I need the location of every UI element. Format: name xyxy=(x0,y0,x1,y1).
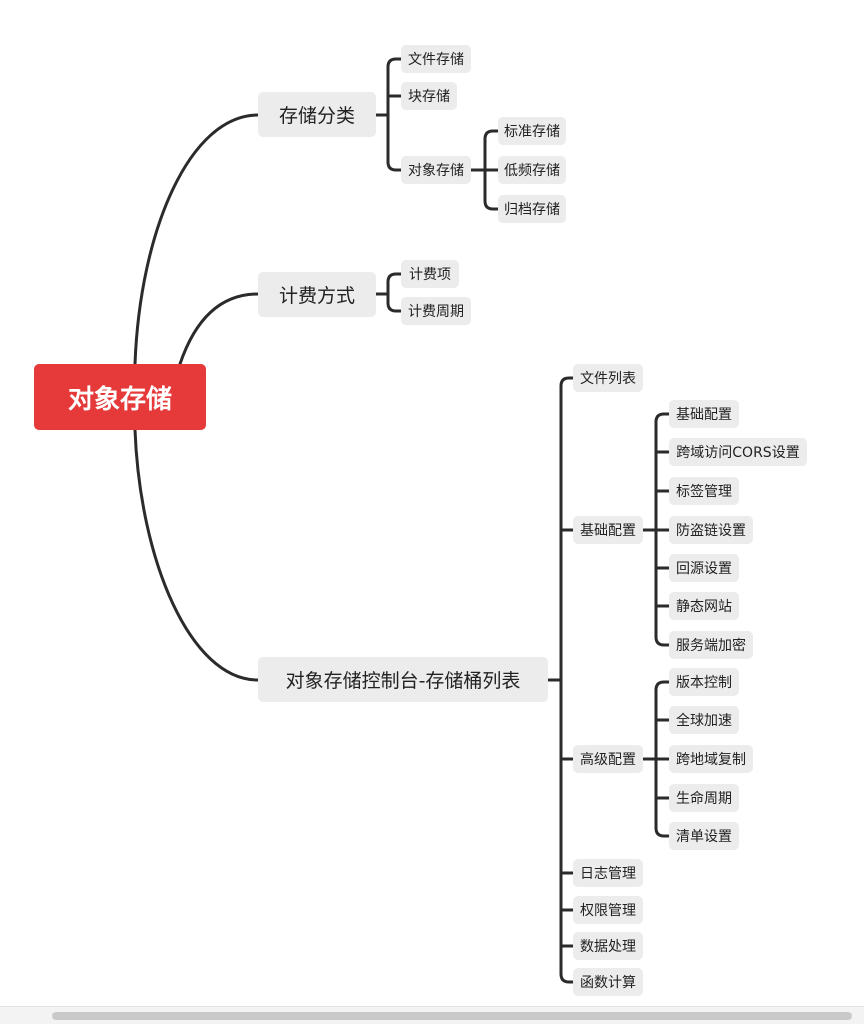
branch-node-billing[interactable]: 计费方式 xyxy=(258,272,376,317)
link-object-storage-child-2 xyxy=(483,199,500,211)
leaf-file-storage[interactable]: 文件存储 xyxy=(401,45,471,73)
leaf-standard-storage[interactable]: 标准存储 xyxy=(498,117,566,145)
leaf-infrequent-storage[interactable]: 低频存储 xyxy=(498,156,566,184)
link-basic-config-child-6 xyxy=(654,635,671,647)
link-console-child-6 xyxy=(559,972,575,984)
leaf-log-management[interactable]: 日志管理 xyxy=(573,859,643,887)
leaf-lifecycle[interactable]: 生命周期 xyxy=(669,784,739,812)
node-object-storage[interactable]: 对象存储 xyxy=(401,156,471,184)
leaf-archive-storage[interactable]: 归档存储 xyxy=(498,195,566,223)
leaf-cross-region-replication[interactable]: 跨地域复制 xyxy=(669,745,753,773)
link-storage-types-child-2 xyxy=(386,160,403,172)
link-root-to-console xyxy=(133,428,260,682)
leaf-function-compute[interactable]: 函数计算 xyxy=(573,968,643,996)
horizontal-scrollbar[interactable] xyxy=(0,1006,864,1024)
link-billing-child-0 xyxy=(386,272,403,284)
link-storage-types-child-0 xyxy=(386,57,403,69)
link-root-to-billing xyxy=(178,292,260,366)
leaf-inventory-settings[interactable]: 清单设置 xyxy=(669,822,739,850)
link-advanced-config-child-0 xyxy=(654,680,671,692)
branch-node-storage-types[interactable]: 存储分类 xyxy=(258,92,376,137)
leaf-server-side-encryption[interactable]: 服务端加密 xyxy=(669,631,753,659)
scrollbar-thumb[interactable] xyxy=(52,1012,852,1020)
node-basic-config[interactable]: 基础配置 xyxy=(573,516,643,544)
leaf-file-list[interactable]: 文件列表 xyxy=(573,364,643,392)
link-console-child-0 xyxy=(559,376,575,388)
leaf-hotlink-protection[interactable]: 防盗链设置 xyxy=(669,516,753,544)
root-node[interactable]: 对象存储 xyxy=(34,364,206,430)
leaf-global-acceleration[interactable]: 全球加速 xyxy=(669,706,739,734)
leaf-tag-management[interactable]: 标签管理 xyxy=(669,477,739,505)
leaf-billing-items[interactable]: 计费项 xyxy=(401,260,459,288)
leaf-version-control[interactable]: 版本控制 xyxy=(669,668,739,696)
link-advanced-config-child-4 xyxy=(654,826,671,838)
node-advanced-config[interactable]: 高级配置 xyxy=(573,745,643,773)
leaf-block-storage[interactable]: 块存储 xyxy=(401,82,457,110)
link-basic-config-child-0 xyxy=(654,412,671,424)
leaf-static-website[interactable]: 静态网站 xyxy=(669,592,739,620)
link-root-to-storage-types xyxy=(133,113,260,366)
leaf-data-processing[interactable]: 数据处理 xyxy=(573,932,643,960)
link-billing-child-1 xyxy=(386,301,403,313)
leaf-billing-cycle[interactable]: 计费周期 xyxy=(401,297,471,325)
leaf-basic-config[interactable]: 基础配置 xyxy=(669,400,739,428)
leaf-origin-settings[interactable]: 回源设置 xyxy=(669,554,739,582)
leaf-cors-settings[interactable]: 跨域访问CORS设置 xyxy=(669,438,807,466)
link-object-storage-child-0 xyxy=(483,129,500,141)
branch-node-console-bucket-list[interactable]: 对象存储控制台-存储桶列表 xyxy=(258,657,548,702)
leaf-permission-management[interactable]: 权限管理 xyxy=(573,896,643,924)
